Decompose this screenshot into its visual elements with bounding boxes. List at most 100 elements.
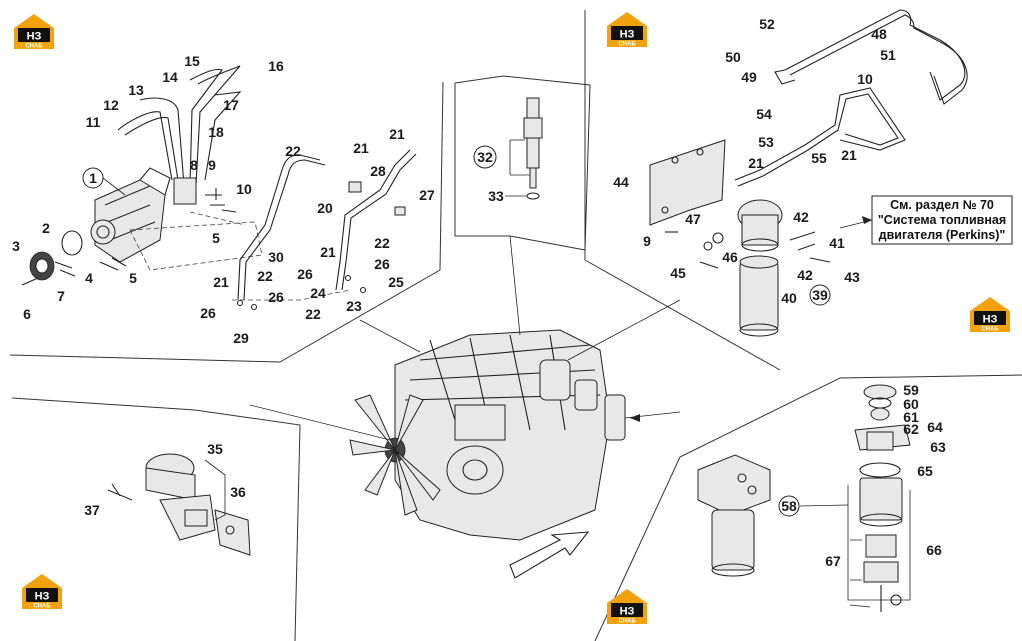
callout-21f: 21 (841, 147, 857, 163)
callout-14: 14 (162, 69, 178, 85)
callout-20: 20 (317, 200, 333, 216)
callout-35: 35 (207, 441, 223, 457)
callout-42b: 42 (797, 267, 813, 283)
callout-45: 45 (670, 265, 686, 281)
callout-25: 25 (388, 274, 404, 290)
callout-61: 61 (903, 409, 919, 425)
callout-58: 58 (781, 498, 797, 514)
logo-right: НЗ СНАБ (970, 297, 1010, 333)
logo-text: НЗ (620, 606, 635, 618)
callout-59: 59 (903, 382, 919, 398)
callout-41: 41 (829, 235, 845, 251)
callout-64: 64 (927, 419, 943, 435)
callout-23: 23 (346, 298, 362, 314)
callout-9b: 9 (643, 233, 651, 249)
callout-53: 53 (758, 134, 774, 150)
callout-24: 24 (310, 285, 326, 301)
callout-28: 28 (370, 163, 386, 179)
reference-line-3: двигателя (Perkins)" (879, 228, 1006, 242)
logo-bottom-center: НЗ СНАБ (607, 589, 647, 625)
section-separators (9, 10, 1022, 641)
logo-subtext: СНАБ (618, 42, 636, 48)
logo-subtext: СНАБ (981, 327, 999, 333)
logo-text: НЗ (27, 31, 42, 43)
callout-52: 52 (759, 16, 775, 32)
callout-labels: 1 2 3 4 5 5 6 7 8 9 10 11 12 13 14 15 16… (12, 16, 946, 569)
callout-48: 48 (871, 26, 887, 42)
callout-15: 15 (184, 53, 200, 69)
callout-21a: 21 (353, 140, 369, 156)
callout-47: 47 (685, 211, 701, 227)
callout-10b: 10 (857, 71, 873, 87)
logo-bottom-left: НЗ СНАБ (22, 574, 62, 610)
callout-12: 12 (103, 97, 119, 113)
callout-8: 8 (190, 157, 198, 173)
callout-5b: 5 (129, 270, 137, 286)
callout-5a: 5 (212, 230, 220, 246)
callout-29: 29 (233, 330, 249, 346)
callout-26c: 26 (268, 289, 284, 305)
callout-21c: 21 (320, 244, 336, 260)
callout-6: 6 (23, 306, 31, 322)
logo-subtext: СНАБ (33, 604, 51, 610)
fuel-filter-assembly (649, 9, 968, 337)
callout-22b: 22 (374, 235, 390, 251)
logo-text: НЗ (620, 29, 635, 41)
logo-top-center: НЗ СНАБ (607, 12, 647, 48)
callout-55: 55 (811, 150, 827, 166)
callout-27: 27 (419, 187, 435, 203)
callout-62: 62 (903, 421, 919, 437)
callout-33: 33 (488, 188, 504, 204)
callout-11: 11 (86, 114, 101, 130)
callout-65: 65 (917, 463, 933, 479)
engine-illustration (249, 235, 681, 579)
callout-40: 40 (781, 290, 797, 306)
callout-51: 51 (880, 47, 896, 63)
callout-17: 17 (223, 97, 239, 113)
callout-2: 2 (42, 220, 50, 236)
callout-43: 43 (844, 269, 860, 285)
callout-50: 50 (725, 49, 741, 65)
callout-54: 54 (756, 106, 772, 122)
callout-46: 46 (722, 249, 738, 265)
callout-21b: 21 (389, 126, 405, 142)
callout-22d: 22 (305, 306, 321, 322)
logo-text: НЗ (35, 591, 50, 603)
filter-exploded-view (697, 384, 911, 612)
injection-pump-assembly (21, 65, 417, 311)
callout-13: 13 (128, 82, 144, 98)
fuel-lift-pump (107, 453, 251, 556)
callout-44: 44 (613, 174, 629, 190)
callout-3: 3 (12, 238, 20, 254)
callout-21e: 21 (748, 155, 764, 171)
reference-line-1: См. раздел № 70 (890, 198, 994, 212)
callout-32: 32 (477, 149, 493, 165)
callout-1: 1 (89, 170, 97, 186)
callout-10a: 10 (236, 181, 252, 197)
callout-9a: 9 (208, 157, 216, 173)
callout-26b: 26 (374, 256, 390, 272)
callout-49: 49 (741, 69, 757, 85)
callout-60: 60 (903, 396, 919, 412)
callout-39: 39 (812, 287, 828, 303)
callout-30: 30 (268, 249, 284, 265)
logo-subtext: СНАБ (25, 44, 43, 50)
callout-37: 37 (84, 502, 100, 518)
callout-21d: 21 (213, 274, 229, 290)
callout-26d: 26 (200, 305, 216, 321)
callout-7: 7 (57, 288, 65, 304)
callout-18: 18 (208, 124, 224, 140)
callout-66: 66 (926, 542, 942, 558)
callout-63: 63 (930, 439, 946, 455)
reference-line-2: "Система топливная (878, 213, 1006, 227)
callout-22a: 22 (285, 143, 301, 159)
callout-42a: 42 (793, 209, 809, 225)
logo-subtext: СНАБ (618, 619, 636, 625)
logo-text: НЗ (983, 314, 998, 326)
callout-26a: 26 (297, 266, 313, 282)
callout-16: 16 (268, 58, 284, 74)
callout-67: 67 (825, 553, 841, 569)
callout-36: 36 (230, 484, 246, 500)
